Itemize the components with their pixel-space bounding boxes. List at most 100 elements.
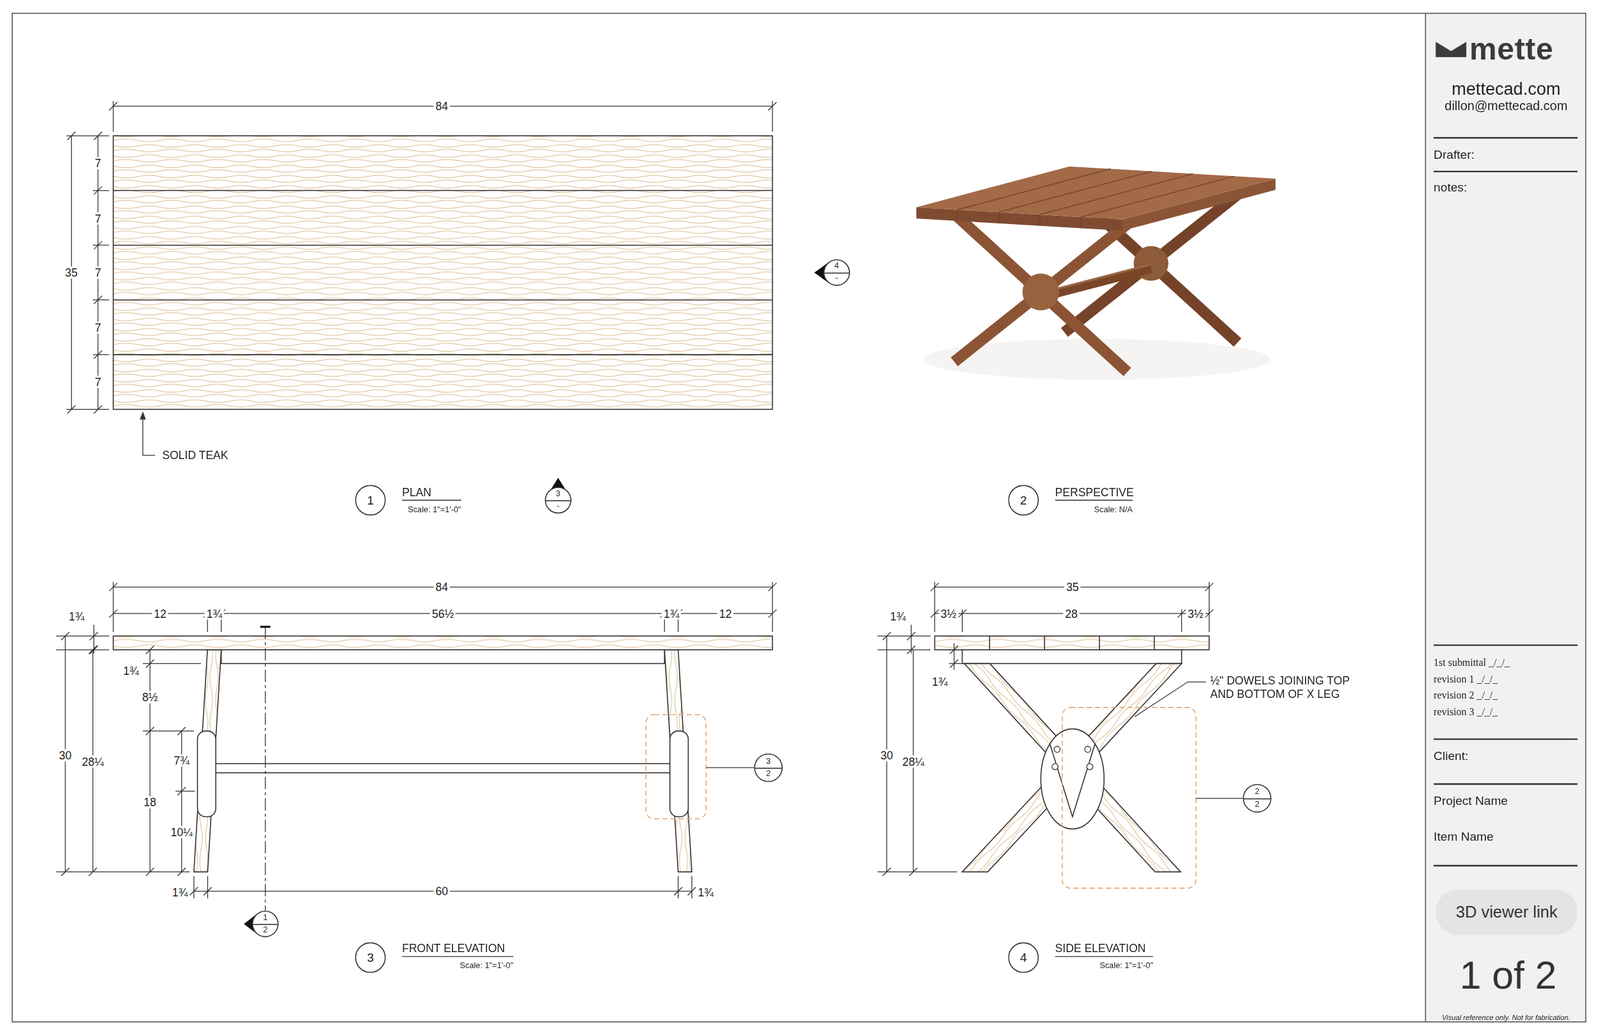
node-text: 2 [263,925,268,934]
title-block-rule [1433,137,1578,866]
leg-hub [197,730,217,817]
board-joint [113,190,773,355]
section-cut-line [264,626,266,911]
title-underline [1055,499,1133,501]
divider-line [755,767,782,769]
title-block-panel [1425,13,1586,1022]
dimension-label: 3½ [1185,607,1206,620]
dimension-label: 7 [92,156,104,169]
view-title: SIDE ELEVATION [1055,942,1147,955]
dowel-note: ½" DOWELS JOINING TOP AND BOTTOM OF X LE… [1210,673,1364,700]
x-leg [954,213,1128,372]
dowel [1084,745,1092,752]
field-label: notes: [1433,181,1467,195]
field-label: Client: [1433,749,1469,763]
dimension-label: 7 [92,266,104,279]
board-joint [989,635,1154,650]
node-text: 4 [1020,951,1028,964]
view-scale: Scale: 1"=1'-0" [407,505,461,515]
dimension-label: 28 [1063,607,1080,620]
disclaimer-text: Visual reference only. Not for fabricati… [1441,1013,1571,1021]
node-text: 2 [766,769,771,778]
detail-boundary [645,714,706,819]
revision-line: 1st submittal _/_/_ [1433,656,1510,669]
dimension-label: 1¾ [204,607,224,620]
field-label: Drafter: [1433,148,1475,162]
dimension-line [92,131,110,414]
view-title: PLAN [401,485,432,498]
node-text: 3 [556,489,561,498]
node-text: 2 [1020,494,1028,507]
leg [193,649,222,872]
section-marker: 3- [544,487,571,514]
title-underline [401,955,514,957]
leg-hub [670,730,689,817]
node-text: 1 [263,913,268,922]
stretcher [215,763,671,773]
dimension-label: 84 [433,580,450,593]
view-number: 3 [355,942,386,973]
logo-mark [1435,41,1467,57]
sheet-border [12,13,1586,1022]
section-marker: 12 [252,910,279,937]
view-number: 4 [1008,942,1039,973]
dimension-label: 12 [151,607,169,620]
dimension-line [56,624,110,654]
node-text: 3D viewer link [1456,903,1558,921]
section-marker: 4- [823,259,850,286]
top-rail [962,649,1183,664]
title-underline [1055,955,1154,957]
dowel [1052,763,1059,770]
dimension-label: 3½ [938,607,959,620]
table-top [916,166,1276,220]
node-text: 2 [1255,787,1260,797]
view-title: FRONT ELEVATION [401,942,505,955]
revision-line: revision 3 _/_/_ [1433,705,1498,718]
dimension-label: 7 [92,321,104,334]
dimension-label: 1¾ [170,885,191,898]
dimension-label: 28¼ [900,755,927,768]
table-top [113,635,773,650]
table-top-section [934,635,1209,650]
node-text: 4 [834,262,840,271]
divider-line [545,499,571,502]
detail-callout: 22 [1242,783,1272,813]
section-cut-line [260,625,271,628]
view-scale: Scale: 1"=1'-0" [1099,961,1153,971]
dimension-line [175,726,195,876]
node-text: 1 [366,494,374,507]
dimension-label: 30 [56,748,74,761]
node-text: - [556,501,560,511]
revision-line: revision 1 _/_/_ [1433,672,1498,685]
viewer-link-button: 3D viewer link [1435,888,1578,936]
dimension-line [142,645,201,876]
title-underline [401,499,461,501]
detail-boundary [1062,707,1197,888]
title-block-divider [1425,13,1427,1022]
table-top-plan [113,135,773,409]
material-note: SOLID TEAK [162,448,229,461]
dimension-label: 35 [1064,580,1081,593]
table-top-plan [113,135,773,409]
dimension-label: 56½ [430,607,457,620]
dimension-line [877,624,931,654]
dimension-label: 1¾ [120,664,141,677]
divider-line [824,272,849,274]
leg-hub [1040,728,1104,829]
dimension-label: 12 [717,607,735,620]
dimension-label: 30 [878,748,896,761]
leader-line [1196,797,1243,799]
view-number: 2 [1008,484,1039,516]
table-top-section [934,635,1209,650]
logo-wordmark: mette [1469,32,1554,66]
node-text: 2 [1255,800,1260,809]
leader-line [705,766,754,768]
view-scale: Scale: 1"=1'-0" [459,961,513,971]
sheet-number: 1 of 2 [1459,954,1558,998]
website-text: mettecad.com [1451,80,1561,100]
dowel [1054,745,1061,752]
dimension-line [949,642,963,669]
